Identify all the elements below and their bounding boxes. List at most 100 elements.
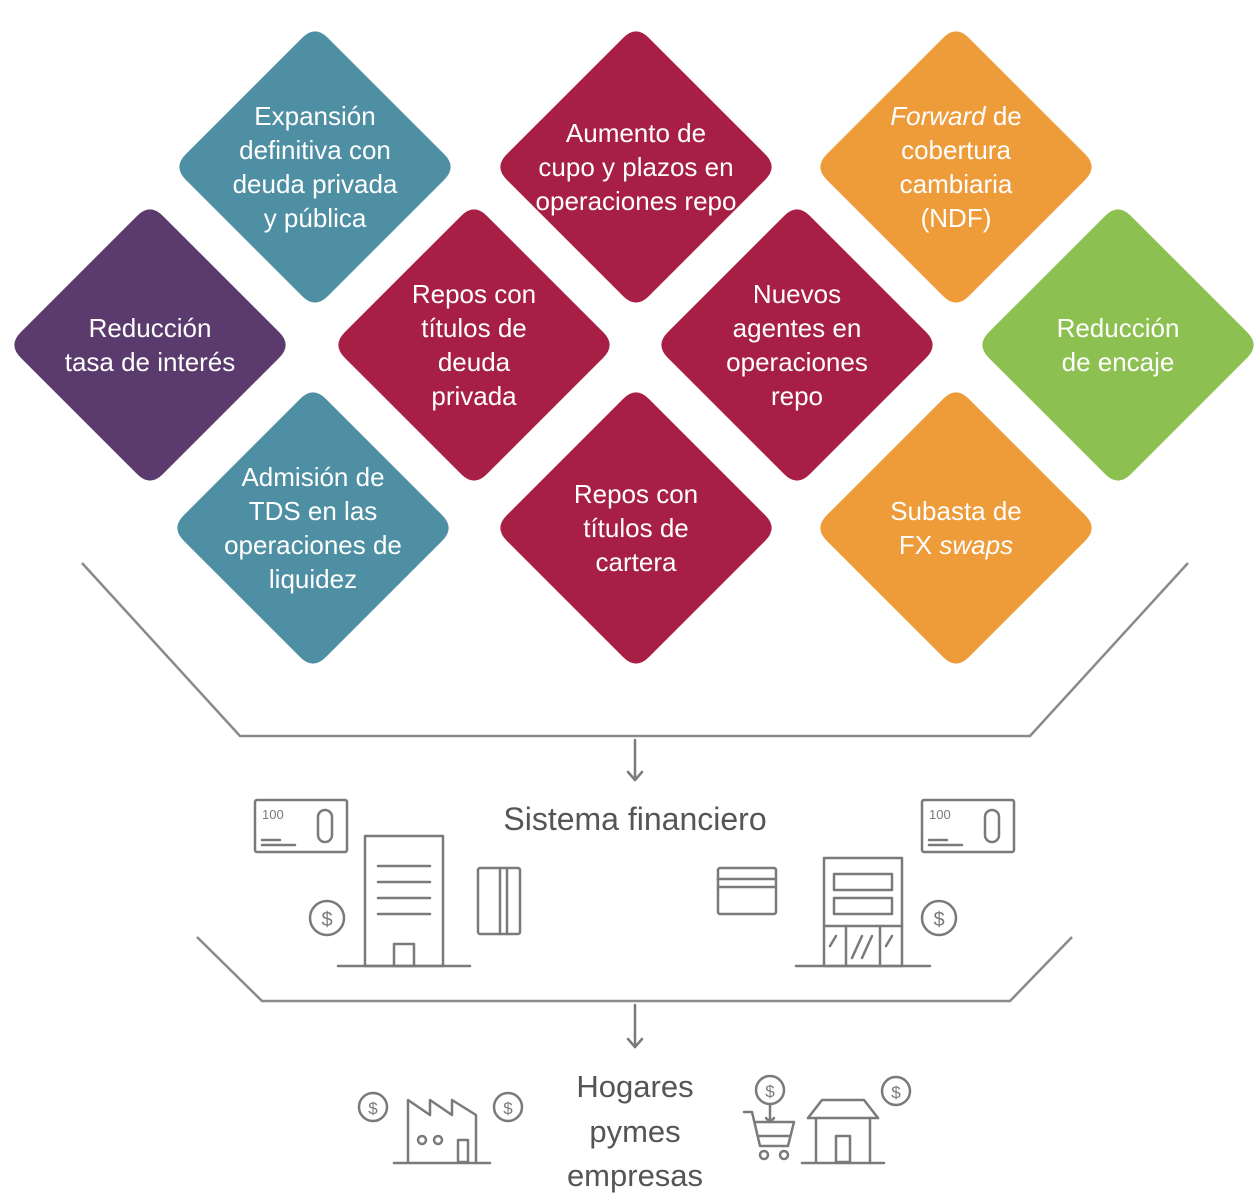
- measure-diamond: [820, 31, 1092, 303]
- top-bracket: [81, 562, 1189, 738]
- measure-label-text: liquidez: [269, 564, 357, 594]
- down-arrow-icon: [626, 1003, 644, 1049]
- measure-label-text: operaciones de: [224, 530, 402, 560]
- dollar-coin-icon: $: [492, 1091, 524, 1123]
- measure-label-line: títulos de: [583, 513, 689, 543]
- store-building-icon: [794, 856, 932, 968]
- measure-admision-tds: Admisión de TDS en las operaciones de liqui…: [177, 392, 449, 664]
- measure-label-line: Reducción: [1057, 313, 1180, 343]
- measure-label-text: Reducción: [89, 313, 212, 343]
- measure-label-text: Aumento de: [566, 118, 706, 148]
- measure-label-text: agentes en: [733, 313, 862, 343]
- measure-label-line: definitiva con: [239, 135, 391, 165]
- measure-subasta-fx: Subasta de FX swaps: [820, 392, 1092, 664]
- measure-label-line: y pública: [264, 203, 367, 233]
- factory-icon: [392, 1098, 492, 1165]
- measure-label-text: y pública: [264, 203, 367, 233]
- measure-label-line: (NDF): [921, 203, 992, 233]
- end-users-line-3: empresas: [567, 1158, 703, 1193]
- measure-label-text: TDS en las: [249, 496, 378, 526]
- measure-label-text: cartera: [596, 547, 677, 577]
- bank-building-icon: [336, 834, 472, 968]
- dollar-sign: $: [321, 909, 332, 931]
- measure-repos-deuda-privada: Repos con títulos de deuda privada: [338, 209, 610, 481]
- measure-label-line: tasa de interés: [65, 347, 236, 377]
- measure-label-text: de: [986, 101, 1022, 131]
- dollar-sign: $: [765, 1082, 775, 1101]
- measure-label-line: Admisión de: [241, 462, 384, 492]
- measure-aumento-cupo: Aumento de cupo y plazos en operaciones re…: [500, 31, 772, 303]
- measure-label-line: Expansión: [254, 101, 375, 131]
- measure-label-line: privada: [431, 381, 517, 411]
- card-icon: [476, 866, 522, 936]
- financial-system-label: Sistema financiero: [503, 801, 766, 837]
- measure-label-text: privada: [431, 381, 517, 411]
- measure-label-line: Nuevos: [753, 279, 841, 309]
- dollar-sign: $: [933, 909, 944, 931]
- measure-diamond: [177, 392, 449, 664]
- shopping-cart-icon: [742, 1102, 796, 1161]
- measure-diamond: [179, 31, 451, 303]
- measure-label-line: Aumento de: [566, 118, 706, 148]
- measure-diamond: [820, 392, 1092, 664]
- measure-label-line: FX swaps: [899, 530, 1013, 560]
- measure-label-text: Repos con: [412, 279, 536, 309]
- measure-reduccion-tasa: Reducción tasa de interés: [14, 209, 286, 481]
- dollar-coin-icon: $: [920, 899, 958, 937]
- measure-label-line: Reducción: [89, 313, 212, 343]
- measure-label-line: liquidez: [269, 564, 357, 594]
- measure-label-text: cupo y plazos en: [538, 152, 733, 182]
- measure-label-text: títulos de: [583, 513, 689, 543]
- measure-diamond: [982, 209, 1254, 481]
- measure-label-text: deuda: [438, 347, 511, 377]
- measure-label-line: operaciones repo: [536, 186, 737, 216]
- measure-label-text: repo: [771, 381, 823, 411]
- dollar-coin-icon: $: [754, 1074, 786, 1106]
- measure-label-text: Nuevos: [753, 279, 841, 309]
- card-icon: [716, 866, 778, 916]
- measure-label-text: títulos de: [421, 313, 527, 343]
- measure-label-line: cartera: [596, 547, 677, 577]
- measure-label-text: cobertura: [901, 135, 1011, 165]
- banknote-icon: [253, 798, 349, 854]
- measure-label-text: Admisión de: [241, 462, 384, 492]
- dollar-sign: $: [368, 1099, 378, 1118]
- banknote-value: 100: [262, 807, 284, 822]
- dollar-coin-icon: $: [308, 899, 346, 937]
- measure-label-text: Subasta de: [890, 496, 1022, 526]
- measure-label-text: Repos con: [574, 479, 698, 509]
- measure-label-line: operaciones de: [224, 530, 402, 560]
- dollar-sign: $: [891, 1083, 901, 1102]
- measure-label-line: agentes en: [733, 313, 862, 343]
- measure-label-line: deuda privada: [233, 169, 398, 199]
- measure-label-text: operaciones: [726, 347, 868, 377]
- house-icon: [800, 1098, 886, 1165]
- dollar-sign: $: [503, 1099, 513, 1118]
- dollar-coin-icon: $: [880, 1075, 912, 1107]
- end-users-line-1: Hogares: [576, 1069, 693, 1104]
- end-users-line-2: pymes: [589, 1114, 680, 1149]
- measure-label-text: definitiva con: [239, 135, 391, 165]
- bottom-bracket: [196, 936, 1073, 1003]
- measure-label-line: operaciones: [726, 347, 868, 377]
- measure-label-line: títulos de: [421, 313, 527, 343]
- measure-diamond: [661, 209, 933, 481]
- measure-label-line: repo: [771, 381, 823, 411]
- measure-label-text: Expansión: [254, 101, 375, 131]
- measure-label-text: swaps: [939, 530, 1013, 560]
- measure-forward-cobertura: Forward de cobertura cambiaria (NDF): [820, 31, 1092, 303]
- measure-repos-cartera: Repos con títulos de cartera: [500, 392, 772, 664]
- measure-label-line: Forward de: [890, 101, 1022, 131]
- measure-label-line: cupo y plazos en: [538, 152, 733, 182]
- banknote-value: 100: [929, 807, 951, 822]
- measure-diamond: [14, 209, 286, 481]
- measure-nuevos-agentes: Nuevos agentes en operaciones repo: [661, 209, 933, 481]
- measure-label-text: Forward: [890, 101, 987, 131]
- measure-label-line: Repos con: [412, 279, 536, 309]
- measure-label-line: de encaje: [1062, 347, 1175, 377]
- banknote-icon: [920, 798, 1016, 854]
- measure-label-line: deuda: [438, 347, 511, 377]
- measure-label-text: Reducción: [1057, 313, 1180, 343]
- measure-label-line: cambiaria: [900, 169, 1013, 199]
